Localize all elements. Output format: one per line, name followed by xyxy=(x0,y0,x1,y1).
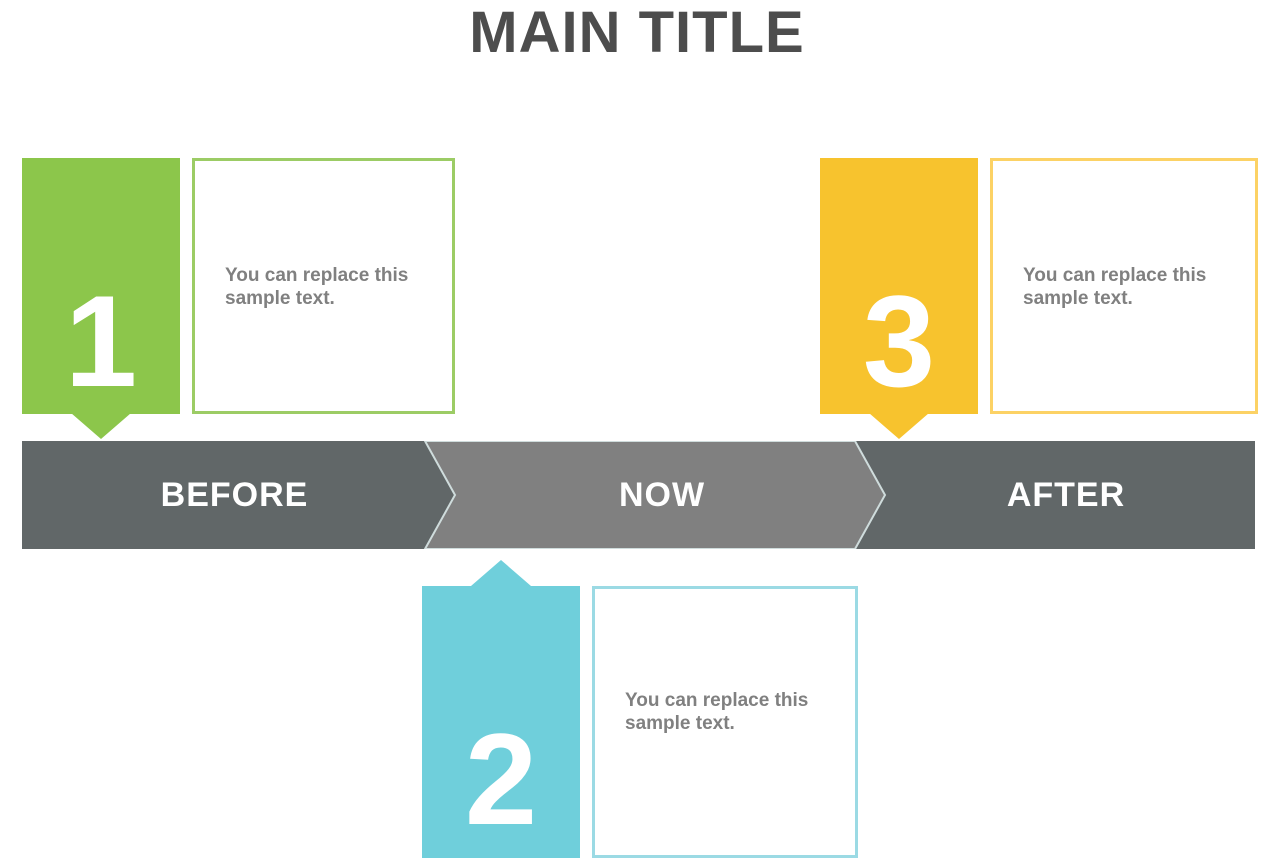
banner-now-chevron[interactable] xyxy=(423,441,887,549)
step-1-number-block[interactable]: 1 xyxy=(22,158,180,414)
step-2-number-block[interactable]: 2 xyxy=(422,586,580,858)
step-3-number: 3 xyxy=(862,268,936,414)
step-1-text: You can replace this sample text. xyxy=(225,265,409,309)
step-1-text-card[interactable]: You can replace this sample text. xyxy=(192,158,455,414)
step-2-number: 2 xyxy=(464,706,538,852)
step-3-text: You can replace this sample text. xyxy=(1023,265,1207,309)
step-3-text-card[interactable]: You can replace this sample text. xyxy=(990,158,1258,414)
banner-label-now[interactable]: NOW xyxy=(618,476,706,514)
banner-label-after[interactable]: AFTER xyxy=(1006,476,1126,514)
step-1-pointer-down-icon xyxy=(71,413,131,439)
step-2-text: You can replace this sample text. xyxy=(625,690,809,734)
timeline-banner: BEFORE NOW AFTER xyxy=(22,441,1255,549)
step-3-number-block[interactable]: 3 xyxy=(820,158,978,414)
step-3-pointer-down-icon xyxy=(869,413,929,439)
step-2-pointer-up-icon xyxy=(471,560,531,586)
page-title: MAIN TITLE xyxy=(469,0,805,65)
step-1-number: 1 xyxy=(64,268,138,414)
step-2-text-card[interactable]: You can replace this sample text. xyxy=(592,586,858,858)
banner-label-before[interactable]: BEFORE xyxy=(160,476,309,514)
banner-shapes xyxy=(22,441,1255,549)
